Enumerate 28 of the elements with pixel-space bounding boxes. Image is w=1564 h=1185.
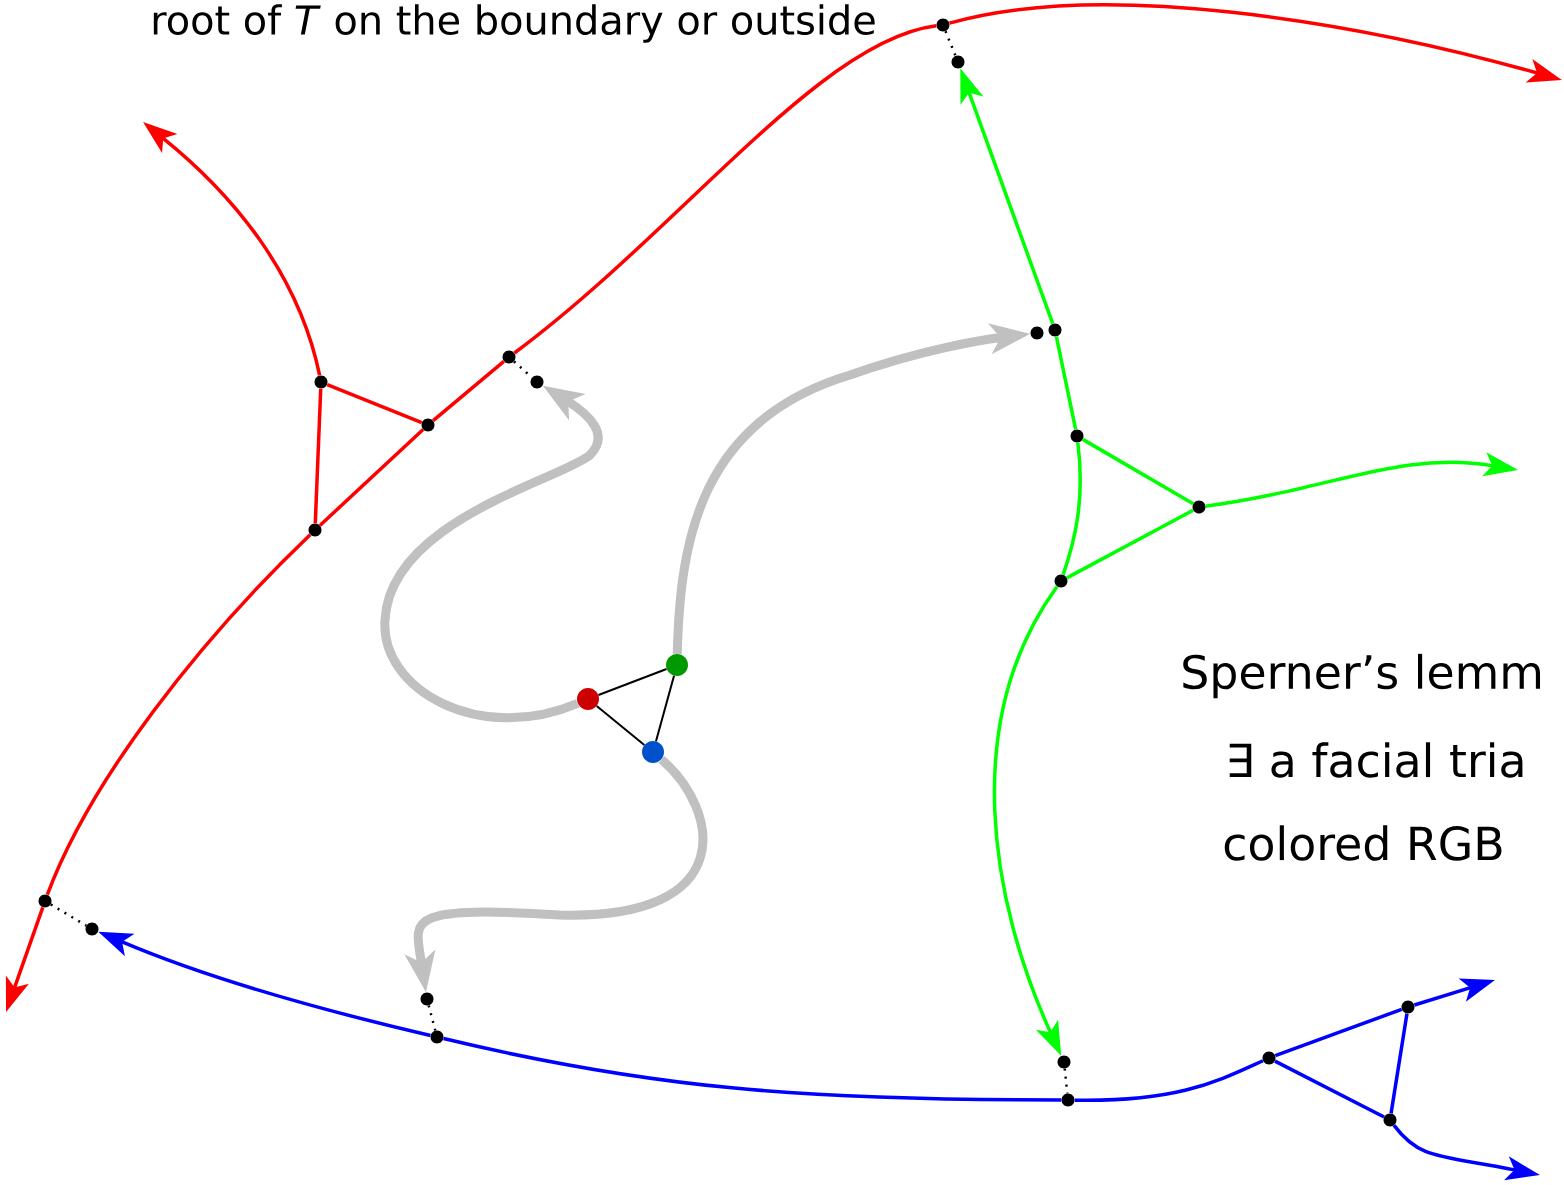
line: [318, 428, 425, 527]
line: [597, 668, 668, 696]
line: [1061, 442, 1082, 576]
label-text: colored RGB: [1224, 825, 1502, 861]
dotted-line: [944, 30, 957, 57]
line: [1274, 1059, 1385, 1119]
line: [1066, 508, 1194, 580]
dotted-line: [50, 903, 87, 927]
line: [655, 674, 676, 743]
line: [432, 359, 505, 423]
dot: [577, 688, 599, 710]
dot: [666, 654, 688, 676]
line: [513, 24, 937, 355]
line: [595, 705, 646, 746]
line: [45, 533, 312, 896]
label-text: ∃ a facial tria: [1229, 742, 1523, 778]
line: [1054, 336, 1078, 430]
line: [1074, 1059, 1264, 1102]
line: [313, 388, 323, 524]
dot: [642, 741, 664, 763]
line: [1389, 1013, 1409, 1114]
line: [443, 1036, 1062, 1102]
line: [1274, 1007, 1403, 1058]
line: [1081, 437, 1195, 506]
label-text: Sperner’s lemm: [1183, 653, 1540, 699]
dotted-line: [427, 1005, 437, 1031]
label-text: root of T on the boundary or outside: [153, 4, 875, 43]
line: [326, 382, 423, 425]
